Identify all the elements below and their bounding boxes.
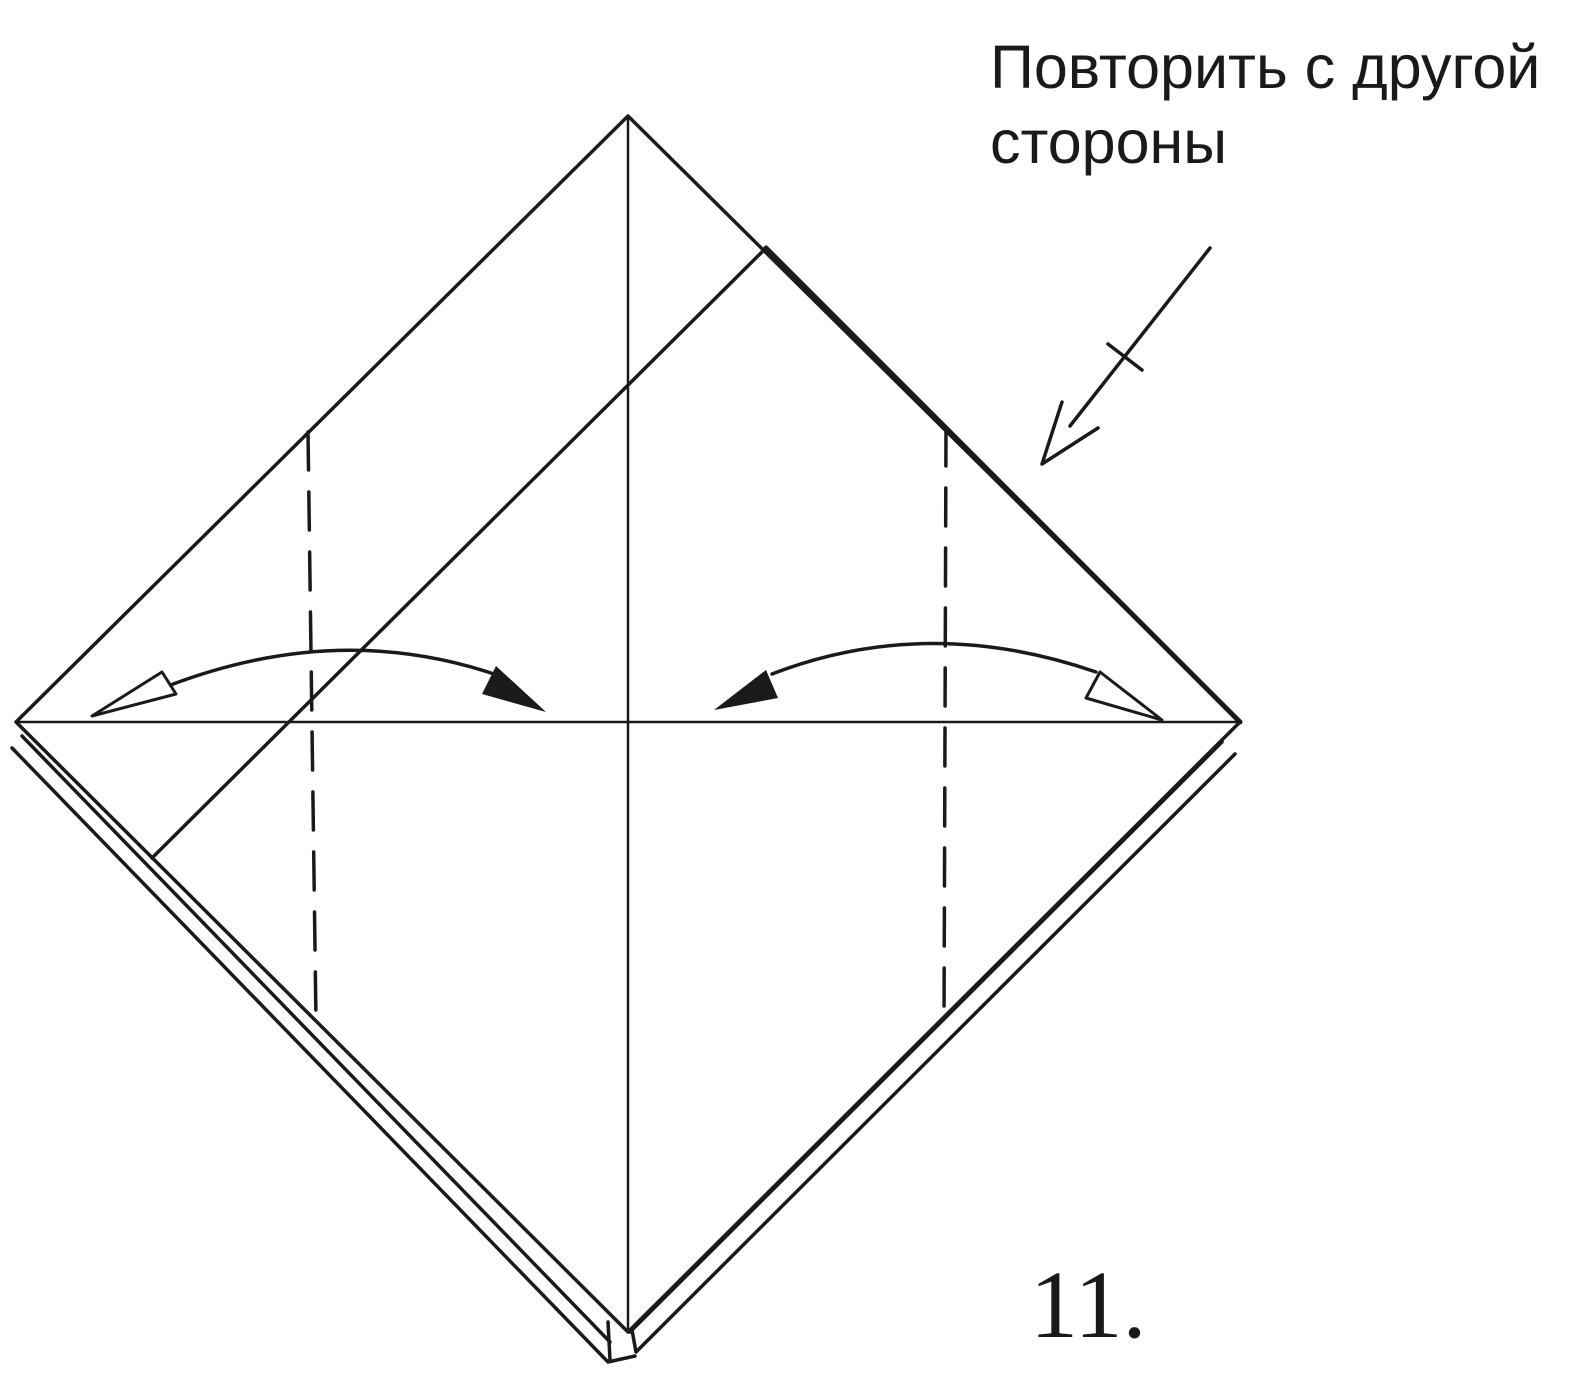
back-layer-left-outer [10,746,637,1364]
back-layer-right-outer [630,752,1237,1354]
instruction-line-1: Повторить с другой [990,33,1541,101]
unfold-arrow-icon [90,670,178,718]
unfold-arrow-icon [1084,670,1164,722]
valley-fold-arrow-icon [714,670,778,710]
fold-arrow-right-curve [770,641,1098,676]
fold-arrow-left-curve [166,648,502,688]
valley-fold-line-left [306,430,318,1024]
step-number: 11. [1030,1251,1147,1358]
instruction-line-2: стороны [990,108,1228,176]
turn-over-arrow-icon [1040,246,1212,466]
valley-fold-line-right [942,426,948,1028]
flap-edge [763,245,1243,725]
back-layer-left-inner [20,734,612,1344]
back-layer-center-strip [606,1320,612,1362]
instruction-text: Повторить с другой стороны [990,30,1540,180]
valley-fold-arrow-icon [482,666,546,712]
flap-diagonal [150,246,768,860]
